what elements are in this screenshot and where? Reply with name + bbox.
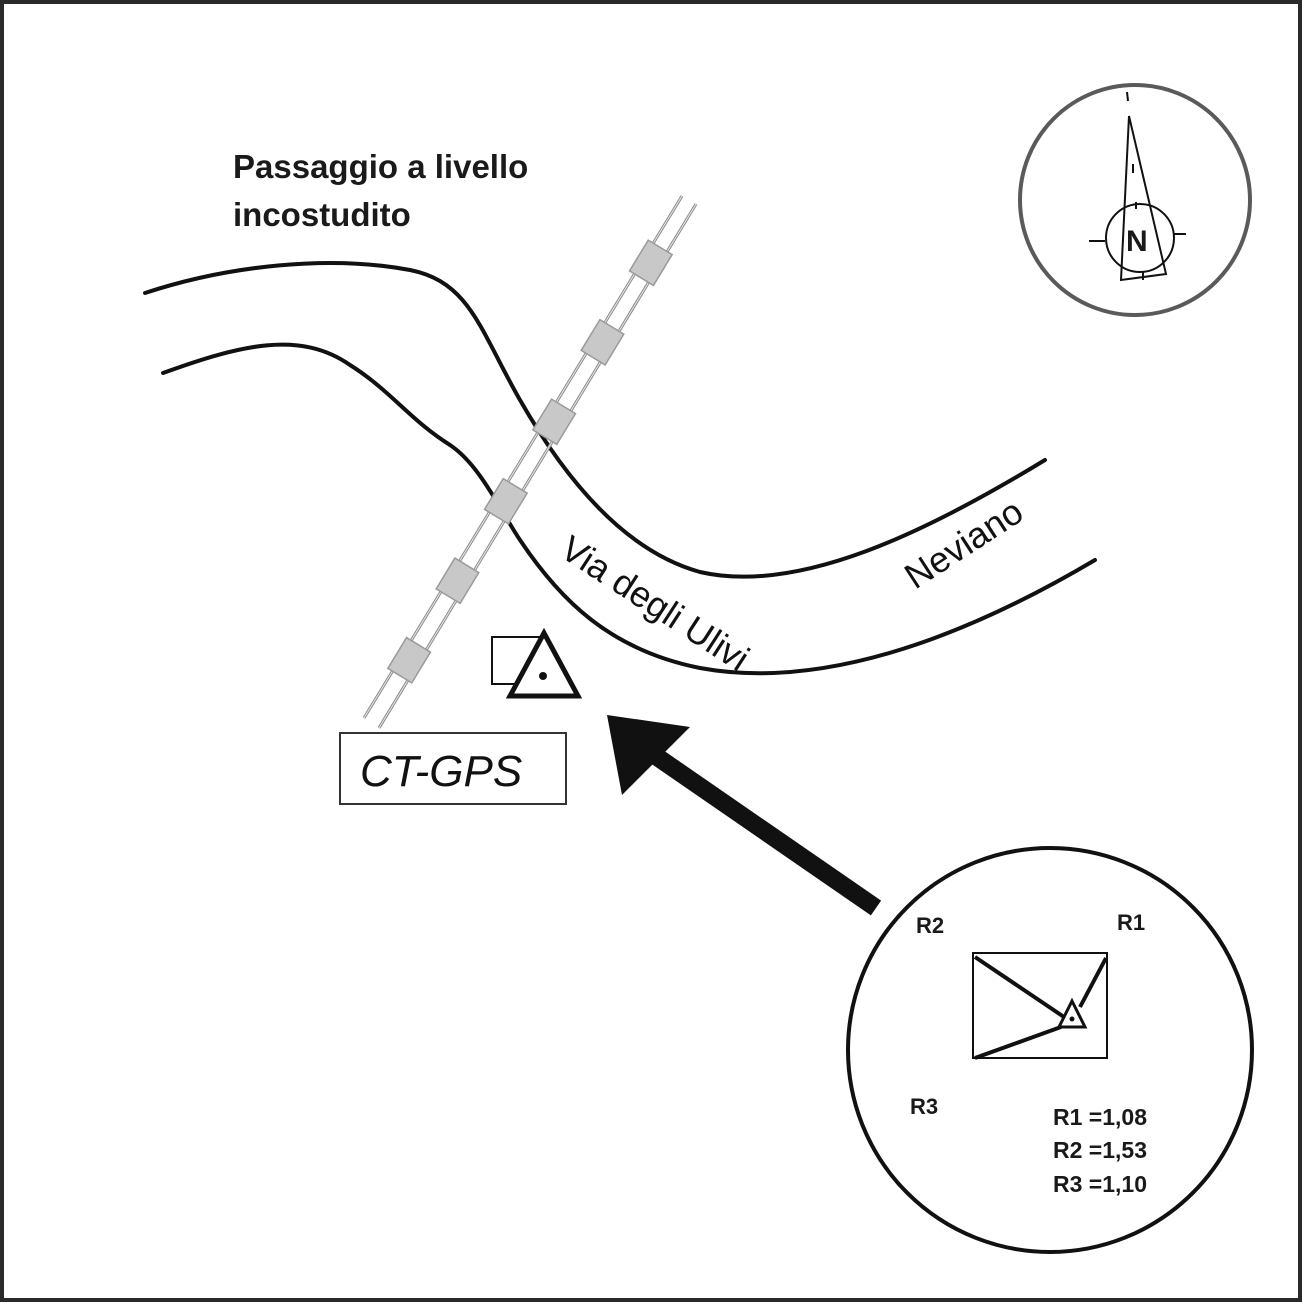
road-edge-lower [161, 342, 1097, 676]
inset-benchmark-dot-icon [1069, 1016, 1075, 1022]
inset-label-r1: R1 [1117, 910, 1145, 935]
inset-site-rect [972, 952, 1108, 1059]
inset-label-r2: R2 [916, 913, 944, 938]
station-label: CT-GPS [360, 747, 522, 796]
station-label-frame [339, 732, 567, 805]
arrow-head [607, 715, 690, 795]
inset-measurement-r1: R1 =1,08 [1053, 1104, 1147, 1130]
station-symbol [491, 627, 583, 699]
railway-track [362, 195, 698, 729]
compass-inner-circle [1105, 203, 1175, 273]
railway-tie [628, 239, 674, 287]
benchmark-dot-icon [539, 672, 547, 680]
north-letter: N [1126, 225, 1148, 258]
inset-line-r2 [973, 955, 1066, 1019]
map-title-line-1: Passaggio a livello [233, 148, 528, 185]
benchmark-triangle-icon [505, 627, 583, 699]
inset-label-r3: R3 [910, 1094, 938, 1119]
pointer-arrow-icon [607, 715, 882, 916]
north-arrow-icon: N [1018, 83, 1252, 317]
inset-measurement-r2: R2 =1,53 [1053, 1137, 1147, 1163]
station-label-box: CT-GPS [339, 732, 567, 805]
compass-ring [1018, 83, 1252, 317]
map-title-line-2: incostudito [233, 196, 411, 233]
inset-line-r1 [1078, 957, 1108, 1008]
railway-tie [483, 477, 529, 525]
railway-tie [531, 398, 577, 446]
railway-tie [386, 636, 432, 684]
inset-benchmark-triangle-icon [1056, 997, 1088, 1029]
map-title: Passaggio a livello incostudito [233, 148, 528, 233]
inset-circle [846, 846, 1254, 1254]
road [143, 261, 1097, 676]
railway-ties [386, 239, 674, 684]
road-edge-upper [143, 261, 1047, 579]
inset-line-r3 [974, 1025, 1062, 1060]
railway-tie [435, 557, 480, 605]
inset-detail: R2 R1 R3 R1 =1,08 R2 =1,53 R3 =1,10 [846, 846, 1254, 1254]
arrow-shaft [644, 744, 882, 916]
railway-tie [580, 318, 625, 366]
inset-measurement-r3: R3 =1,10 [1053, 1171, 1147, 1197]
